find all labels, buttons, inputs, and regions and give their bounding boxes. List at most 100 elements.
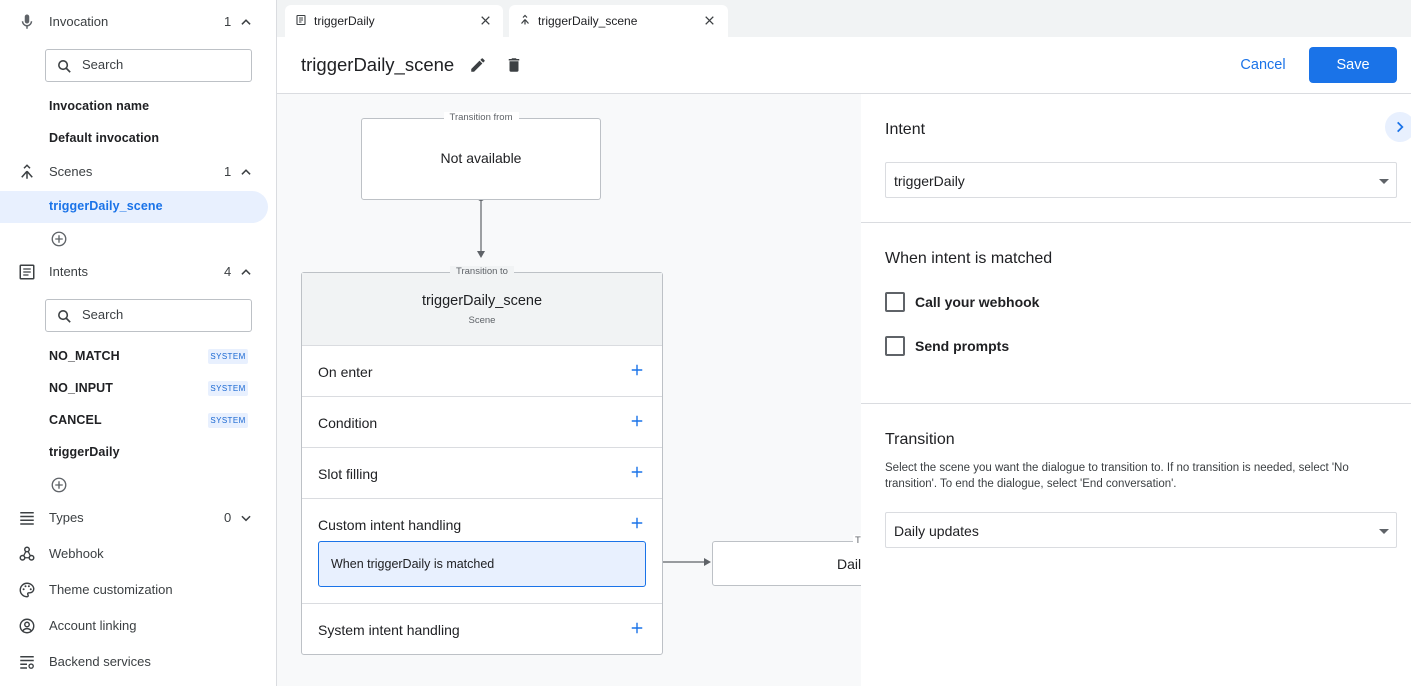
row-on-enter[interactable]: On enter: [302, 346, 662, 397]
transition-from-legend: Transition from: [443, 112, 519, 123]
divider: [861, 222, 1411, 223]
transition-from-value: Not available: [440, 150, 522, 166]
call-webhook-checkbox[interactable]: [885, 292, 905, 312]
row-label: System intent handling: [318, 622, 460, 638]
chevron-up-icon[interactable]: [239, 15, 253, 29]
send-prompts-checkbox[interactable]: [885, 336, 905, 356]
chevron-up-icon[interactable]: [239, 265, 253, 279]
webhook-icon: [19, 546, 35, 561]
row-custom-intent-handling[interactable]: Custom intent handling: [302, 499, 662, 604]
types-icon: [20, 512, 34, 525]
add-icon[interactable]: [630, 465, 644, 479]
transition-heading: Transition: [885, 431, 955, 448]
delete-trash-icon[interactable]: [505, 55, 523, 75]
invocation-search-input[interactable]: [82, 57, 242, 72]
close-icon[interactable]: [703, 14, 716, 27]
intent-details-panel: Intent triggerDaily When intent is match…: [861, 94, 1411, 686]
close-icon[interactable]: [479, 14, 492, 27]
sidebar-item-invocation-name[interactable]: Invocation name: [49, 99, 150, 113]
section-count: 0: [224, 510, 232, 525]
scene-card: Transition to triggerDaily_scene Scene O…: [301, 266, 663, 655]
call-webhook-label[interactable]: Call your webhook: [915, 294, 1040, 310]
when-matched-heading: When intent is matched: [885, 250, 1053, 267]
tab-triggerdaily-scene[interactable]: triggerDaily_scene: [509, 5, 728, 37]
tab-label: triggerDaily: [314, 14, 375, 28]
transition-description: Select the scene you want the dialogue t…: [885, 462, 1349, 490]
dropdown-caret-icon: [1379, 529, 1389, 534]
transition-to-legend: Transition to: [450, 266, 514, 277]
sidebar-section-intents[interactable]: Intents 4: [0, 255, 277, 289]
sidebar-item-label: Webhook: [49, 546, 104, 561]
sidebar-item-default-invocation[interactable]: Default invocation: [49, 131, 160, 145]
sidebar-item-webhook[interactable]: Webhook: [0, 537, 277, 571]
scene-card-header[interactable]: Transition to triggerDaily_scene Scene: [302, 266, 662, 346]
intent-select-value: triggerDaily: [894, 173, 965, 189]
section-count: 4: [224, 264, 232, 279]
add-icon[interactable]: [630, 516, 644, 530]
sidebar-section-label: Types: [49, 510, 84, 525]
chevron-up-icon[interactable]: [239, 165, 253, 179]
save-button[interactable]: Save: [1309, 47, 1397, 83]
sidebar-item-no-match[interactable]: NO_MATCH: [49, 349, 120, 363]
intent-handler-label: When triggerDaily is matched: [331, 557, 495, 571]
tab-bar: triggerDaily triggerDaily_scene: [277, 0, 1411, 37]
row-condition[interactable]: Condition: [302, 397, 662, 448]
add-icon[interactable]: [630, 363, 644, 377]
sidebar-item-theme-customization[interactable]: Theme customization: [0, 573, 277, 607]
sidebar-item-backend-services[interactable]: Backend services: [0, 645, 277, 679]
transition-target-value: Dail: [837, 556, 861, 572]
row-label: Custom intent handling: [318, 517, 462, 533]
intent-handler-chip[interactable]: When triggerDaily is matched: [318, 541, 646, 587]
collapse-panel-button[interactable]: [1385, 112, 1411, 142]
scene-icon: [521, 14, 529, 25]
add-icon[interactable]: [630, 414, 644, 428]
scene-canvas[interactable]: Transition from Not available Transition…: [277, 94, 861, 686]
sidebar-section-invocation[interactable]: Invocation 1: [0, 5, 277, 39]
invocation-search[interactable]: [45, 49, 252, 82]
section-count: 1: [224, 164, 232, 179]
edit-pencil-icon[interactable]: [469, 56, 487, 74]
sidebar-section-types[interactable]: Types 0: [0, 501, 277, 535]
sidebar-item-account-linking[interactable]: Account linking: [0, 609, 277, 643]
add-intent-icon[interactable]: [50, 476, 68, 494]
intents-search[interactable]: [45, 299, 252, 332]
transition-target-legend: Tr: [853, 535, 861, 546]
tab-triggerdaily[interactable]: triggerDaily: [285, 5, 503, 37]
backend-services-icon: [20, 656, 34, 669]
transition-select[interactable]: Daily updates: [885, 512, 1397, 548]
intent-heading: Intent: [885, 121, 926, 138]
account-circle-icon: [19, 618, 35, 634]
send-prompts-label[interactable]: Send prompts: [915, 338, 1010, 354]
search-icon: [58, 310, 71, 323]
intent-select[interactable]: triggerDaily: [885, 162, 1397, 198]
list-icon: [19, 264, 35, 280]
transition-target-box[interactable]: Tr Dail: [712, 535, 861, 586]
row-system-intent-handling[interactable]: System intent handling: [302, 604, 662, 655]
chevron-right-icon: [1397, 121, 1404, 133]
sidebar-item-label: Backend services: [49, 654, 151, 669]
system-badge: SYSTEM: [208, 349, 248, 364]
transition-from-box[interactable]: Transition from Not available: [361, 112, 601, 200]
system-badge: SYSTEM: [208, 413, 248, 428]
add-scene-icon[interactable]: [50, 230, 68, 248]
divider: [861, 403, 1411, 404]
section-count: 1: [224, 14, 232, 29]
document-icon: [296, 14, 306, 26]
scene-name: triggerDaily_scene: [421, 293, 543, 309]
scene-icon: [21, 164, 33, 179]
sidebar-item-triggerdaily[interactable]: triggerDaily: [49, 445, 120, 459]
sidebar-item-cancel[interactable]: CANCEL: [49, 413, 102, 427]
sidebar-item-no-input[interactable]: NO_INPUT: [49, 381, 114, 395]
chevron-down-icon[interactable]: [239, 511, 253, 525]
sidebar: Invocation 1 Invocation name Default inv…: [0, 0, 277, 686]
transition-select-value: Daily updates: [894, 523, 979, 539]
add-icon[interactable]: [630, 621, 644, 635]
sidebar-item-label: Account linking: [49, 618, 137, 633]
cancel-button[interactable]: Cancel: [1221, 47, 1305, 83]
row-slot-filling[interactable]: Slot filling: [302, 448, 662, 499]
sidebar-section-scenes[interactable]: Scenes 1: [0, 155, 277, 189]
sidebar-section-label: Scenes: [49, 164, 93, 179]
intents-search-input[interactable]: [82, 307, 242, 322]
sidebar-item-triggerdaily-scene[interactable]: triggerDaily_scene: [49, 199, 163, 213]
row-label: On enter: [318, 364, 373, 380]
